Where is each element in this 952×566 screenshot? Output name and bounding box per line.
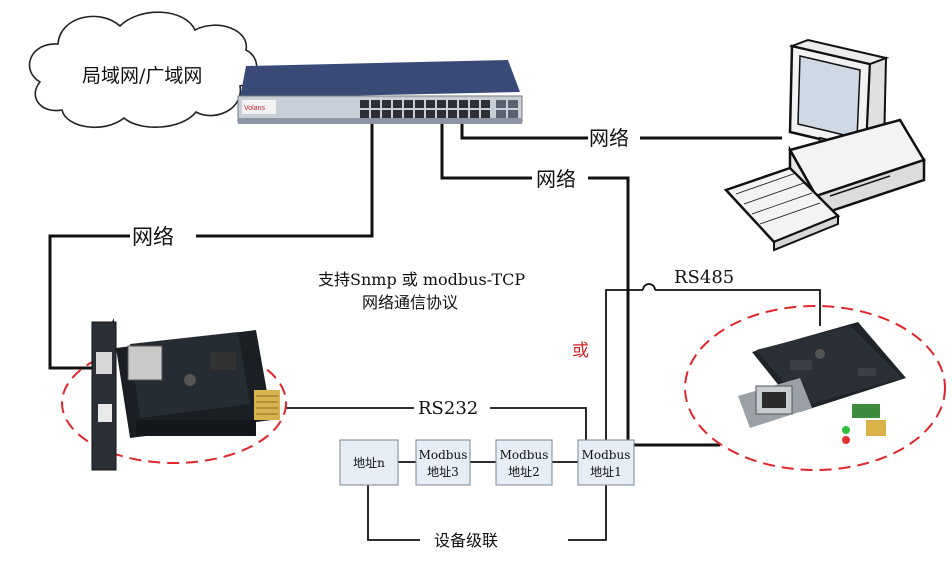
switch-port (382, 110, 391, 118)
cloud-label: 局域网/广域网 (82, 65, 202, 87)
label-net-pc: 网络 (589, 126, 629, 150)
switch-sfp-port (508, 100, 518, 108)
switch-port (382, 100, 391, 108)
network-switch: Volans (237, 60, 523, 124)
switch-port (470, 110, 479, 118)
switch-sfp-port (496, 110, 506, 118)
connection-lines (48, 124, 782, 447)
switch-port (448, 110, 457, 118)
device-modbus-address-3: Modbus 地址3 (415, 439, 471, 486)
switch-port (415, 100, 424, 108)
switch-port (481, 110, 490, 118)
chain-lines (367, 461, 607, 541)
protocol-note-line1: 支持Snmp 或 modbus-TCP (318, 270, 525, 289)
svg-text:Modbus: Modbus (582, 448, 631, 462)
svg-text:Modbus: Modbus (419, 448, 468, 462)
label-rs485: RS485 (674, 267, 734, 288)
switch-port (371, 100, 380, 108)
svg-text:Modbus: Modbus (500, 448, 549, 462)
switch-port (459, 110, 468, 118)
device-address-n: 地址n (339, 439, 399, 486)
label-net-card: 网络 (132, 225, 174, 249)
device-modbus-address-1: Modbus 地址1 (577, 439, 635, 486)
switch-port (437, 100, 446, 108)
line-switch-pc (460, 124, 588, 140)
or-label: 或 (572, 341, 589, 361)
switch-port (393, 110, 402, 118)
keyboard-key-row (751, 192, 813, 215)
switch-port (360, 100, 369, 108)
switch-sfp-port (496, 100, 506, 108)
rs232-line (286, 407, 587, 445)
svg-text:Volans: Volans (244, 105, 266, 112)
label-net-board: 网络 (536, 167, 576, 191)
switch-sfp-port (508, 110, 518, 118)
line-switch-card (196, 124, 374, 238)
switch-port (459, 100, 468, 108)
switch-port (404, 100, 413, 108)
switch-port (393, 100, 402, 108)
keyboard-key-row (743, 182, 805, 205)
svg-text:地址n: 地址n (353, 456, 385, 470)
switch-port (437, 110, 446, 118)
switch-port (415, 110, 424, 118)
switch-port (426, 110, 435, 118)
card-dashed-circle (61, 342, 287, 464)
cloud-shape (28, 11, 258, 129)
svg-text:地址1: 地址1 (590, 465, 622, 479)
device-chain: 地址n Modbus 地址3 Modbus 地址2 Modbus 地址1 (339, 439, 635, 486)
rs485-line (605, 283, 821, 445)
switch-port (360, 110, 369, 118)
line-switch-board (440, 124, 532, 180)
switch-port (470, 100, 479, 108)
switch-port (481, 100, 490, 108)
switch-port (371, 110, 380, 118)
switch-port (426, 100, 435, 108)
svg-text:地址3: 地址3 (427, 465, 459, 479)
switch-port (404, 110, 413, 118)
board-dashed-circle (684, 305, 946, 471)
cascade-label: 设备级联 (434, 531, 498, 550)
keyboard-key-row (735, 172, 797, 195)
label-rs232: RS232 (418, 398, 478, 419)
protocol-note-line2: 网络通信协议 (362, 293, 458, 312)
switch-port (448, 100, 457, 108)
keyboard-key-row (759, 202, 821, 225)
device-modbus-address-2: Modbus 地址2 (495, 439, 553, 486)
svg-text:地址2: 地址2 (508, 465, 540, 479)
snmp-card-image (91, 318, 280, 471)
modbus-board-image (738, 322, 906, 444)
computer-icon (723, 38, 926, 252)
